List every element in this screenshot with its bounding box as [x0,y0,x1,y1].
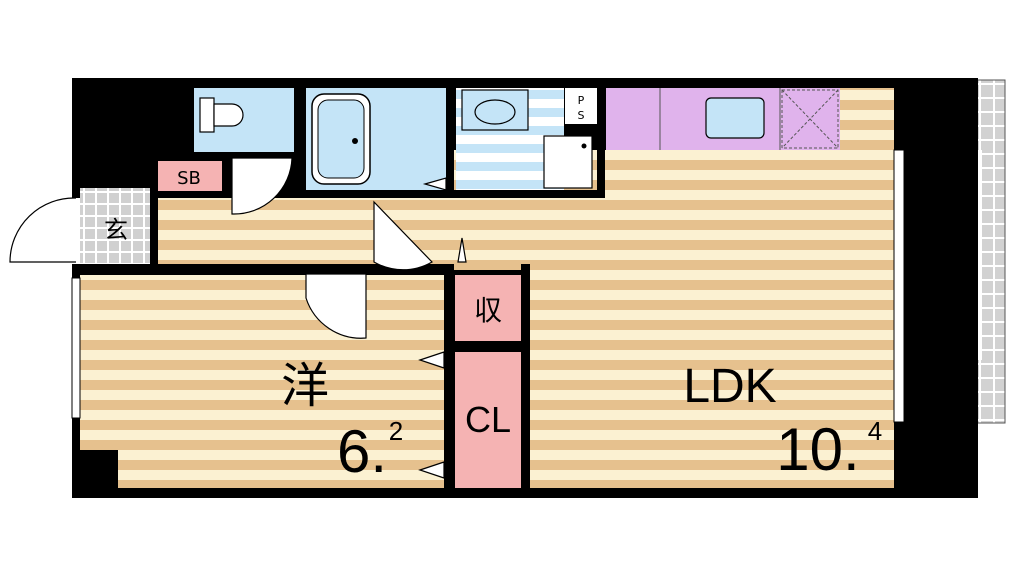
western-floor [80,275,444,488]
shoe-box: SB [154,159,224,193]
entrance-label: 玄 [104,216,128,244]
ldk-floor [530,150,894,488]
toilet-room [194,88,294,152]
shoe-box-label: SB [177,168,201,189]
toilet-wall [194,152,300,158]
balcony-label: バルコニー [938,170,976,330]
pipe-space: P S [565,88,597,124]
ldk-room-size-decimal: 4 [868,416,882,446]
entrance: 玄 [80,188,152,264]
interior-doors [231,157,467,479]
pipe-space-label-2: S [578,109,585,122]
pillar [72,450,118,498]
ldk-room-size: 10. [776,416,859,483]
western-room-size: 6. [337,418,387,485]
storage-closet: 収 [455,275,521,341]
western-room-name: 洋 [281,358,329,414]
kitchen [606,88,894,150]
closet-label: CL [465,399,511,440]
entrance-door [9,197,80,264]
pipe-space-label-1: P [578,94,585,107]
western-room-size-decimal: 2 [389,416,403,446]
ldk-room-name: LDK [683,360,776,413]
inner-walls [80,82,605,490]
washroom [456,88,593,190]
walk-in-closet: CL [455,352,521,488]
storage-label: 収 [474,294,502,327]
bathroom [306,88,446,190]
windows [71,149,905,423]
